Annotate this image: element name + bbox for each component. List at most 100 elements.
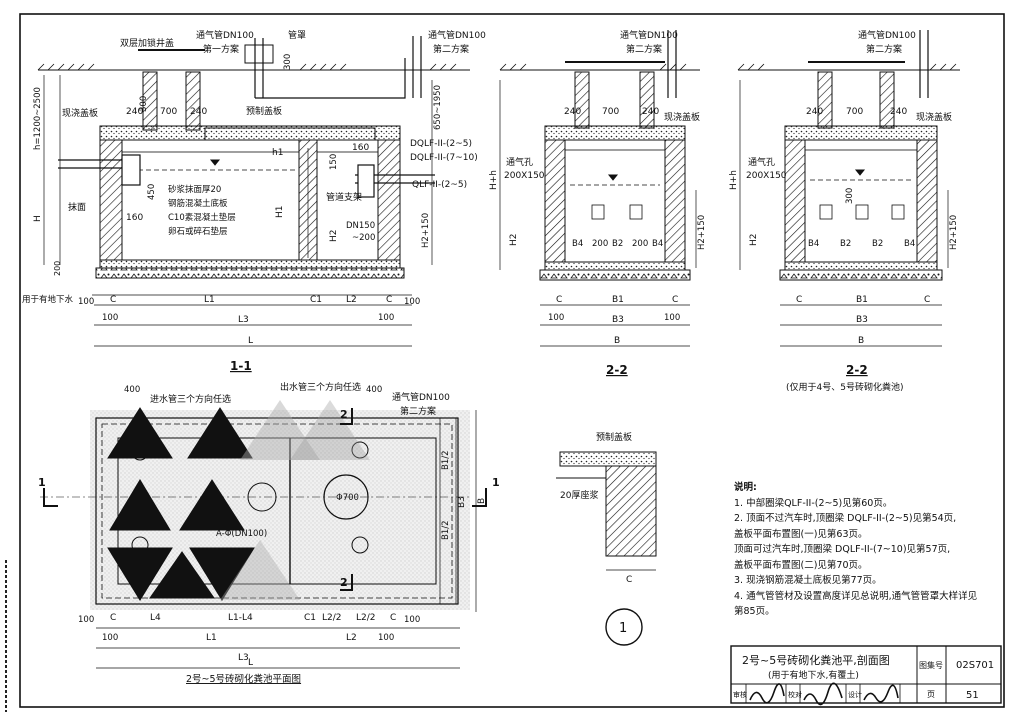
dim-100-c: 100: [102, 313, 118, 323]
dim-h1: h1: [272, 148, 283, 158]
label-cast-cover-b: 现浇盖板: [664, 111, 700, 123]
dim-450: 450: [147, 184, 157, 200]
dim-L1L4: L1-L4: [228, 613, 253, 623]
sheet-frame: [5, 13, 1005, 712]
dim-240-b: 240: [190, 107, 207, 117]
dim-B4-b: B4: [652, 239, 663, 249]
dim-C-d: C: [672, 295, 678, 305]
label-cast-cover-c: 现浇盖板: [916, 111, 952, 123]
dim-C-a: C: [110, 295, 116, 305]
label-pipe-cover: 管罩: [288, 29, 306, 41]
dim-400-b: 400: [366, 385, 382, 395]
cut-mark-bottom: 2: [340, 576, 348, 589]
dim-L-a: L: [248, 336, 253, 346]
label-dn150-val: ~200: [352, 233, 375, 243]
notes-heading: 说明:: [734, 482, 757, 493]
dim-B-b: B: [858, 336, 864, 346]
label-precast-slab: 预制盖板: [596, 431, 632, 443]
note-line: 盖板平面布置图(二)见第70页。: [734, 559, 868, 571]
dim-B1-a: B1: [612, 295, 624, 305]
label-plaster: 抹面: [68, 201, 86, 213]
dim-100-e: 100: [548, 313, 564, 323]
dim-100-b: 100: [404, 297, 420, 307]
label-beam-c: QLF-II-(2~5): [412, 180, 467, 190]
dim-L-b: L: [248, 658, 253, 668]
dim-B4-c: B4: [808, 239, 819, 249]
dim-100-i: 100: [102, 633, 118, 643]
dim-B2-a: B2: [612, 239, 623, 249]
label-vent-pipe-2: 通气管DN100: [428, 29, 486, 41]
dim-100-a: 100: [78, 297, 94, 307]
title-section-2-2-a: 2-2: [606, 363, 628, 377]
dim-Hh-b: H+h: [729, 170, 739, 190]
note-line: 1. 中部圈梁QLF-II-(2~5)见第60页。: [734, 497, 893, 509]
label-mortar-20: 20厚座浆: [560, 489, 598, 501]
dim-240-d: 240: [642, 107, 659, 117]
dim-L3-a: L3: [238, 315, 249, 325]
dim-L2-a: L2: [346, 295, 357, 305]
dim-C-g: C: [110, 613, 116, 623]
dim-C-c: C: [556, 295, 562, 305]
label-vent-hole-size: 200X150: [504, 171, 545, 181]
label-precast-cover: 预制盖板: [246, 105, 282, 117]
dim-240-f: 240: [890, 107, 907, 117]
dim-L4: L4: [150, 613, 161, 623]
dim-700-b: 700: [602, 107, 619, 117]
title-block-page-label: 页: [927, 690, 935, 699]
section-2-2-b-note: (仅用于4号、5号砖砌化粪池): [786, 381, 903, 393]
dim-H2: H2: [329, 230, 339, 243]
notes-block: 说明: 1. 中部圈梁QLF-II-(2~5)见第60页。 2. 顶面不过汽车时…: [734, 480, 1004, 620]
dim-100-h: 100: [404, 615, 420, 625]
dim-C1-a: C1: [310, 295, 322, 305]
dim-B3-a: B3: [612, 315, 624, 325]
dim-160-b: 160: [352, 143, 369, 153]
dim-L3-b: L3: [238, 653, 249, 663]
note-line: 第85页。: [734, 606, 775, 617]
label-mortar: 砂浆抹面厚20: [168, 184, 221, 195]
title-block-frame: [730, 645, 1002, 704]
label-plan-two-c: 第二方案: [866, 43, 902, 55]
section-2-2-a-labels: 通气管DN100 第二方案 现浇盖板 通气孔 200X150 240 700 2…: [489, 29, 707, 377]
label-pipe-support: 管道支架: [326, 191, 362, 203]
dim-H2p150: H2+150: [421, 213, 431, 248]
cut-mark-top: 2: [340, 408, 348, 421]
detail-number: 1: [619, 621, 627, 636]
dim-B-c: B: [477, 498, 487, 504]
dim-L1-a: L1: [204, 295, 215, 305]
dim-C-e: C: [796, 295, 802, 305]
title-block-check: 校对: [788, 690, 802, 699]
label-beam-a: DQLF-II-(2~5): [410, 139, 472, 149]
label-vent-pipe-4: 通气管DN100: [858, 29, 916, 41]
label-vent-hole-size-b: 200X150: [746, 171, 787, 181]
note-line: 盖板平面布置图(一)见第63页。: [734, 528, 868, 540]
label-inlet: 进水管三个方向任选: [150, 393, 231, 405]
label-vent-hole: 通气孔: [506, 156, 533, 168]
dim-H: H: [33, 215, 43, 222]
section-1-1-labels: 双层加锁井盖 通气管DN100 第一方案 管罩 通气管DN100 第二方案 现浇…: [22, 29, 486, 373]
title-block-review: 审核: [733, 690, 747, 699]
dim-h-range: h=1200~2500: [33, 87, 43, 150]
label-rc-bottom: 钢筋混凝土底板: [168, 198, 228, 209]
dim-H1: H1: [275, 206, 285, 219]
dim-C-detail: C: [626, 575, 632, 585]
dim-L22-b: L2/2: [356, 613, 376, 623]
note-line: 4. 通气管管材及设置高度详见总说明,通气管管罩大样详见: [734, 590, 978, 602]
label-plan-two-d: 第二方案: [400, 405, 436, 417]
title-block-page-no: 51: [966, 690, 979, 701]
dim-B3-c: B3: [457, 496, 467, 508]
dim-L2-b: L2: [346, 633, 357, 643]
dim-H2p150-b: H2+150: [697, 215, 707, 250]
title-block-design: 设计: [848, 690, 862, 699]
label-double-cover: 双层加锁井盖: [120, 37, 174, 49]
dim-240-a: 240: [126, 107, 143, 117]
dim-700-c: 700: [846, 107, 863, 117]
section-2-2-b-labels: 通气管DN100 第二方案 现浇盖板 通气孔 200X150 240 700 2…: [729, 29, 959, 393]
signature-marks: [749, 682, 899, 706]
dim-B-a: B: [614, 336, 620, 346]
label-vent-pipe-3: 通气管DN100: [620, 29, 678, 41]
dim-B12-b: B1/2: [441, 520, 451, 540]
dim-150: 150: [329, 154, 339, 170]
label-gravel: 卵石或碎石垫层: [168, 226, 228, 237]
label-plan-two: 第二方案: [433, 43, 469, 55]
dim-H2-c: H2: [749, 234, 759, 247]
